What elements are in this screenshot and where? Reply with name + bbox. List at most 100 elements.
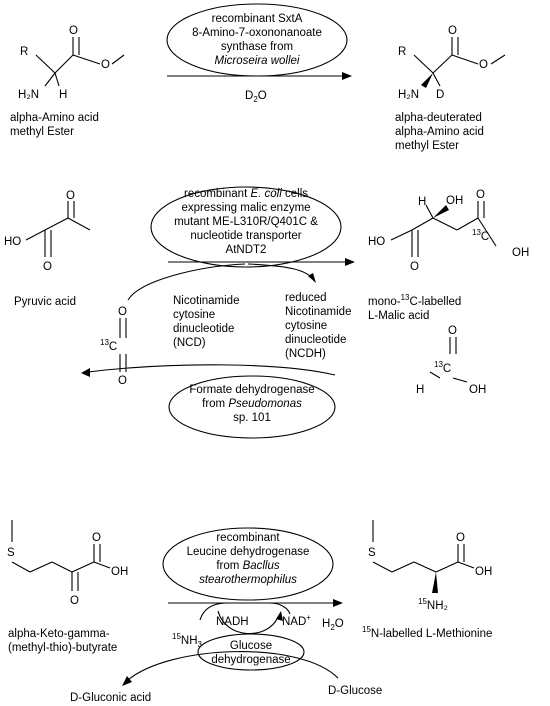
keto-methylthio-butyrate-structure: S O O OH (7, 520, 128, 607)
alpha-hydrogen-label: H (59, 89, 67, 101)
enzyme-2-line-5: AtNDT2 (226, 244, 267, 256)
formate-oxygen-label: O (448, 325, 457, 337)
labelled-formic-acid-structure: O 13C H OH (416, 325, 486, 396)
product-amine-label: H₂N (398, 89, 419, 101)
reaction-3: S O O OH alpha-Keto-gamma- (methyl-thio)… (7, 520, 492, 704)
substrate-3-name-line-1: alpha-Keto-gamma- (8, 628, 110, 640)
enzyme-2-line-2: expressing malic enzyme (181, 202, 310, 214)
enzyme-2-line-4: nucleotide transporter (190, 230, 301, 242)
substrate-1-name-line-1: alpha-Amino acid (10, 112, 99, 124)
acid-carbonyl-oxygen-label: O (92, 532, 101, 544)
carbonyl-oxygen-label: O (69, 25, 78, 37)
malate-hydroxyl-left-label: HO (368, 236, 385, 248)
enzyme-1-line-1: recombinant SxtA (212, 13, 303, 25)
enzyme-2-line-1: recombinant E. coli cells (184, 188, 308, 200)
sulfur-label: S (7, 547, 15, 559)
deuterium-label: D (436, 89, 444, 101)
formate-hydrogen-label: H (416, 384, 424, 396)
product-carbonyl-oxygen-label: O (448, 25, 457, 37)
ncd-label-line-2: cytosine (173, 309, 215, 321)
product-ester-oxygen-label: O (479, 59, 488, 71)
enzyme-1-organism: Microseira wollei (215, 55, 300, 67)
labelled-methionine-structure: S O OH 15NH₂ (368, 520, 492, 612)
leucine-dehydrogenase-ellipse: recombinant Leucine dehydrogenase from B… (162, 527, 334, 601)
product-r-group-label: R (398, 46, 406, 58)
r-group-label: R (20, 46, 28, 58)
glucose-label: D-Glucose (328, 685, 382, 697)
pyruvate-keto-oxygen-label: O (66, 190, 75, 202)
acid-hydroxyl-label: OH (111, 566, 128, 578)
ncdh-label-line-4: dinucleotide (285, 334, 346, 346)
reaction-2-arrow (168, 258, 355, 266)
malic-enzyme-ellipse: recombinant E. coli cells expressing mal… (150, 186, 342, 268)
keto-oxygen-label: O (70, 595, 79, 607)
malic-acid-name-line-2: L-Malic acid (368, 310, 429, 322)
co2-oxygen-bottom-label: O (118, 375, 127, 387)
pyruvate-acid-oxygen-label: O (43, 261, 52, 273)
methionine-sulfur-label: S (368, 547, 376, 559)
amino-ester-substrate-structure: R O O H₂N H (18, 25, 125, 101)
pyruvic-acid-name: Pyruvic acid (14, 296, 76, 308)
ncdh-label-line-5: (NCDH) (285, 348, 326, 360)
reaction-1: R O O H₂N H alpha-Amino acid methyl Este… (10, 3, 506, 152)
formate-carbon-label: 13C (434, 360, 451, 375)
reagent-d2o: D2O (245, 90, 267, 104)
malate-hydroxyl-right-label: OH (512, 247, 529, 259)
ncd-label-line-1: Nicotinamide (173, 295, 239, 307)
enzyme-1-line-3: synthase from (221, 41, 293, 53)
gluconic-acid-label: D-Gluconic acid (70, 692, 151, 704)
ammonia-label: 15NH3 (172, 632, 203, 649)
pyruvate-hydroxyl-label: HO (4, 236, 21, 248)
co2-oxygen-top-label: O (118, 306, 127, 318)
substrate-3-name-line-2: (methyl-thio)-butyrate (8, 642, 117, 654)
malate-hydroxyl-top-label: OH (446, 195, 463, 207)
amine-label: H₂N (18, 89, 39, 101)
ncdh-label-line-2: Nicotinamide (285, 306, 351, 318)
methionine-amine-label: 15NH₂ (418, 597, 448, 612)
ester-oxygen-label: O (101, 59, 110, 71)
enzyme-3-line-3: from Bacllus (216, 560, 280, 572)
ncd-label-line-3: dinucleotide (173, 323, 234, 335)
nad-label: NAD+ (282, 613, 311, 628)
pyruvic-acid-structure: HO O O (4, 190, 91, 273)
deuterated-ester-product-structure: R O O H₂N D (398, 25, 506, 101)
nadh-label: NADH (216, 616, 249, 628)
malic-acid-name-line-1: mono-13C-labelled (368, 293, 461, 308)
methionine-name: 15N-labelled L-Methionine (362, 625, 492, 640)
reaction-1-arrow (167, 72, 352, 80)
water-label: H2O (322, 618, 344, 632)
methionine-carbonyl-oxygen-label: O (456, 532, 465, 544)
formate-hydroxyl-label: OH (469, 384, 486, 396)
ncd-label-line-4: (NCD) (173, 337, 206, 349)
malate-acid-oxygen-label: O (410, 261, 419, 273)
malate-labelled-carbon-label: 13C (472, 228, 489, 243)
formate-dehydrogenase-ellipse: Formate dehydrogenase from Pseudomonas s… (168, 375, 336, 439)
malic-acid-structure: HO O H OH O 13C OH (368, 189, 529, 273)
malate-alpha-hydrogen-label: H (418, 196, 426, 208)
product-1-name-line-1: alpha-deuterated (395, 112, 482, 124)
gdh-line-1: Glucose (230, 640, 272, 652)
glucose-oxidation-arrow (122, 651, 339, 686)
enzyme-3-organism: stearothermophilus (199, 574, 297, 586)
co2-carbon-label: 13C (100, 338, 117, 353)
ncdh-label-line-1: reduced (285, 292, 327, 304)
labelled-co2-structure: O 13C O (100, 306, 127, 387)
substrate-1-name-line-2: methyl Ester (10, 126, 74, 138)
reaction-3-arrow (168, 599, 343, 607)
product-1-name-line-2: alpha-Amino acid (395, 126, 484, 138)
enzyme-2-line-3: mutant ME-L310R/Q401C & (174, 216, 318, 228)
product-1-name-line-3: methyl Ester (395, 140, 459, 152)
methionine-hydroxyl-label: OH (475, 566, 492, 578)
fdh-line-1: Formate dehydrogenase (189, 384, 314, 396)
reaction-2: HO O O Pyruvic acid recombinant E. coli … (4, 186, 529, 439)
enzyme-3-line-1: recombinant (216, 532, 280, 544)
sxta-enzyme-ellipse: recombinant SxtA 8-Amino-7-oxononanoate … (166, 3, 348, 77)
fdh-line-2: from Pseudomonas (202, 398, 302, 410)
enzyme-1-line-2: 8-Amino-7-oxononanoate (192, 27, 322, 39)
malate-carbonyl-oxygen-label: O (476, 189, 485, 201)
glucose-dehydrogenase-ellipse: Glucose dehydrogenase (197, 633, 305, 671)
fdh-line-3: sp. 101 (233, 412, 271, 424)
gdh-line-2: dehydrogenase (211, 654, 290, 666)
ncdh-label-line-3: cytosine (285, 320, 327, 332)
